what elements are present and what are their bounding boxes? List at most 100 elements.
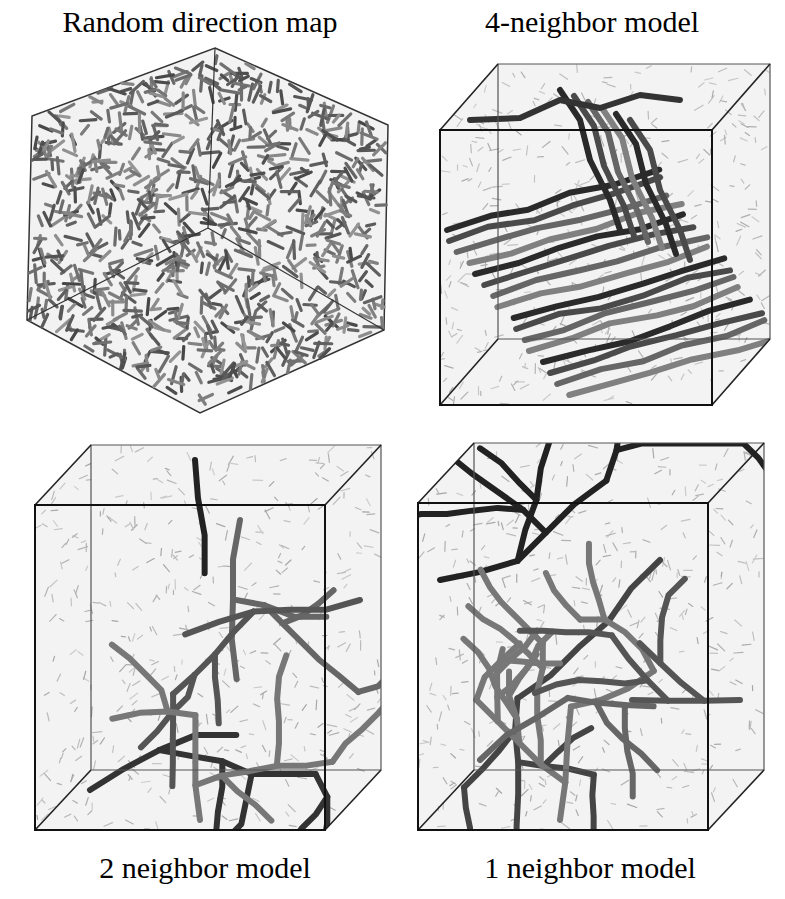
- field-dash: [509, 123, 511, 129]
- field-dash: [627, 804, 636, 807]
- field-dash: [274, 638, 281, 644]
- field-dash: [472, 141, 477, 142]
- field-dash: [322, 678, 324, 682]
- field-dash: [492, 198, 500, 200]
- random-rod: [251, 173, 264, 175]
- random-rod: [115, 185, 124, 187]
- field-dash: [86, 798, 89, 806]
- field-dash: [47, 713, 49, 721]
- random-rod: [58, 290, 66, 299]
- random-rod: [262, 119, 266, 126]
- field-dash: [377, 660, 378, 667]
- random-rod: [358, 122, 359, 133]
- random-rod: [229, 327, 239, 329]
- field-dash: [130, 522, 134, 529]
- field-dash: [281, 704, 289, 705]
- field-dash: [745, 133, 749, 136]
- random-rod: [247, 299, 250, 315]
- random-rod: [71, 330, 77, 340]
- random-rod: [196, 372, 201, 382]
- field-dash: [50, 615, 57, 622]
- field-dash: [284, 717, 286, 723]
- random-rod: [278, 343, 288, 345]
- field-dash: [740, 138, 747, 141]
- field-dash: [488, 518, 494, 523]
- field-dash: [540, 368, 548, 373]
- field-dash: [167, 471, 171, 476]
- parallel-vessel: [616, 114, 676, 254]
- random-rod: [200, 297, 204, 313]
- field-dash: [275, 497, 278, 500]
- field-dash: [755, 138, 757, 143]
- field-dash: [543, 141, 550, 147]
- field-dash: [269, 751, 271, 756]
- random-rod: [129, 162, 140, 176]
- random-rod: [218, 282, 225, 291]
- field-dash: [734, 156, 736, 162]
- field-dash: [435, 658, 437, 665]
- field-dash: [419, 754, 423, 755]
- cube-edge: [35, 770, 91, 830]
- random-rod: [302, 348, 314, 351]
- field-dash: [534, 569, 538, 570]
- field-dash: [254, 456, 256, 462]
- random-rod: [260, 96, 270, 102]
- field-dash: [263, 721, 266, 730]
- random-rod: [283, 323, 294, 331]
- field-dash: [449, 648, 455, 650]
- field-dash: [462, 179, 468, 181]
- field-dash: [171, 549, 173, 557]
- random-rod: [312, 230, 325, 236]
- random-rod: [90, 97, 102, 103]
- random-rod: [190, 212, 206, 214]
- random-rod: [84, 307, 92, 314]
- field-dash: [86, 479, 91, 481]
- field-dash: [756, 253, 762, 259]
- random-rod: [68, 304, 74, 311]
- random-rod: [257, 348, 259, 362]
- field-dash: [279, 545, 283, 548]
- field-dash: [661, 718, 663, 723]
- random-rod: [217, 121, 223, 135]
- random-rod: [44, 141, 48, 149]
- field-dash: [44, 773, 50, 780]
- field-dash: [576, 181, 579, 188]
- random-rod: [250, 285, 257, 291]
- random-rod: [281, 190, 297, 193]
- field-dash: [261, 691, 267, 695]
- field-dash: [342, 575, 351, 579]
- field-dash: [134, 517, 135, 526]
- random-rod: [251, 271, 255, 283]
- field-dash: [153, 478, 157, 480]
- field-dash: [725, 130, 726, 134]
- field-dash: [451, 781, 455, 784]
- field-dash: [594, 689, 596, 698]
- random-rod: [143, 121, 147, 133]
- random-rod: [360, 147, 369, 149]
- field-dash: [102, 529, 104, 534]
- cube-edge: [712, 64, 770, 130]
- random-rod: [301, 119, 304, 129]
- field-dash: [344, 584, 347, 587]
- random-rod: [95, 288, 108, 290]
- random-rod: [155, 312, 165, 319]
- field-dash: [451, 754, 456, 758]
- random-rod: [292, 144, 296, 157]
- field-dash: [42, 524, 47, 527]
- random-rod: [230, 264, 237, 275]
- field-dash: [672, 490, 675, 494]
- field-dash: [580, 181, 589, 184]
- random-rod: [157, 75, 174, 78]
- field-dash: [611, 803, 615, 804]
- field-dash: [669, 193, 673, 196]
- random-rod: [178, 321, 188, 325]
- field-dash: [57, 674, 60, 681]
- field-dash: [462, 660, 467, 663]
- field-dash: [229, 463, 238, 464]
- random-rod: [207, 141, 210, 149]
- random-rod: [346, 123, 348, 138]
- random-rod: [366, 122, 371, 135]
- random-rod: [165, 99, 173, 106]
- field-dash: [695, 205, 701, 207]
- field-dash: [728, 78, 737, 80]
